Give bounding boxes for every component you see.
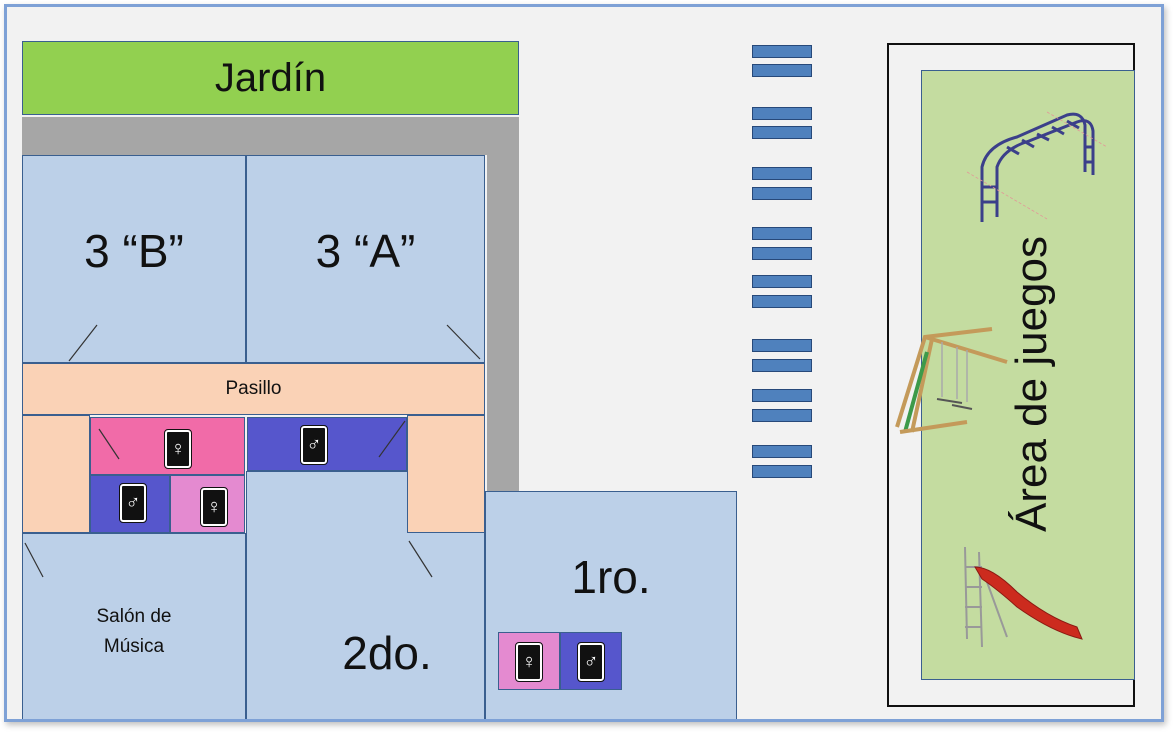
- bench-icon: [752, 409, 812, 422]
- music-room-label: Salón de Música: [23, 592, 245, 672]
- men-restroom-upper: ♂: [247, 417, 407, 471]
- hallway: Pasillo: [22, 363, 485, 415]
- women-restroom-icon: ♀: [200, 487, 228, 527]
- bench-icon: [752, 339, 812, 352]
- bench-icon: [752, 359, 812, 372]
- women-restroom-upper: ♀: [90, 417, 245, 475]
- swing-set-icon: [895, 327, 1008, 434]
- bench-icon: [752, 167, 812, 180]
- room-3a: 3 “A”: [246, 155, 485, 363]
- bench-icon: [752, 126, 812, 139]
- bench-icon: [752, 64, 812, 77]
- men-restroom-icon: ♂: [119, 483, 147, 523]
- room-1-label: 1ro.: [571, 551, 651, 603]
- men-restroom-icon: ♂: [300, 425, 328, 465]
- garden-area: Jardín: [22, 41, 519, 115]
- room-2-label: 2do.: [342, 627, 432, 679]
- bench-icon: [752, 389, 812, 402]
- room-3b-label: 3 “B”: [84, 225, 184, 277]
- bench-icon: [752, 187, 812, 200]
- bench-icon: [752, 445, 812, 458]
- hallway-label: Pasillo: [225, 378, 282, 399]
- playground-equipment: [895, 111, 1108, 648]
- garden-label: Jardín: [214, 55, 327, 100]
- walkway-horizontal: [22, 117, 519, 155]
- music-room-label-line2: Música: [103, 636, 165, 657]
- women-restroom-lower: ♀: [170, 475, 245, 533]
- bench-icon: [752, 227, 812, 240]
- bench-icon: [752, 465, 812, 478]
- walkway-vertical: [487, 117, 519, 492]
- door-lines: [24, 324, 481, 578]
- hallway-wing-left: [22, 415, 90, 533]
- room-3b: 3 “B”: [22, 155, 246, 363]
- school-map: Jardín 3 “B” 3 “A” Pasillo ♀ ♂ ♂ ♀ Salón…: [4, 4, 1164, 722]
- women-restroom-icon: ♀: [164, 429, 192, 469]
- bench-icon: [752, 247, 812, 260]
- bench-icon: [752, 295, 812, 308]
- women-restroom-1: ♀: [498, 632, 560, 690]
- bench-icon: [752, 107, 812, 120]
- men-restroom-lower: ♂: [90, 475, 170, 533]
- men-restroom-icon: ♂: [577, 642, 605, 682]
- men-restroom-1: ♂: [560, 632, 622, 690]
- room-1: 1ro. ♀ ♂: [485, 491, 737, 719]
- music-room-label-line1: Salón de: [96, 605, 172, 627]
- room-3a-label: 3 “A”: [315, 225, 416, 277]
- hallway-wing-right-overlay: [407, 471, 485, 533]
- bench-icon: [752, 45, 812, 58]
- bench-icon: [752, 275, 812, 288]
- slide-icon: [964, 546, 1083, 648]
- women-restroom-icon: ♀: [515, 642, 543, 682]
- monkey-bars-icon: [980, 112, 1095, 222]
- music-room: Salón de Música: [22, 533, 246, 719]
